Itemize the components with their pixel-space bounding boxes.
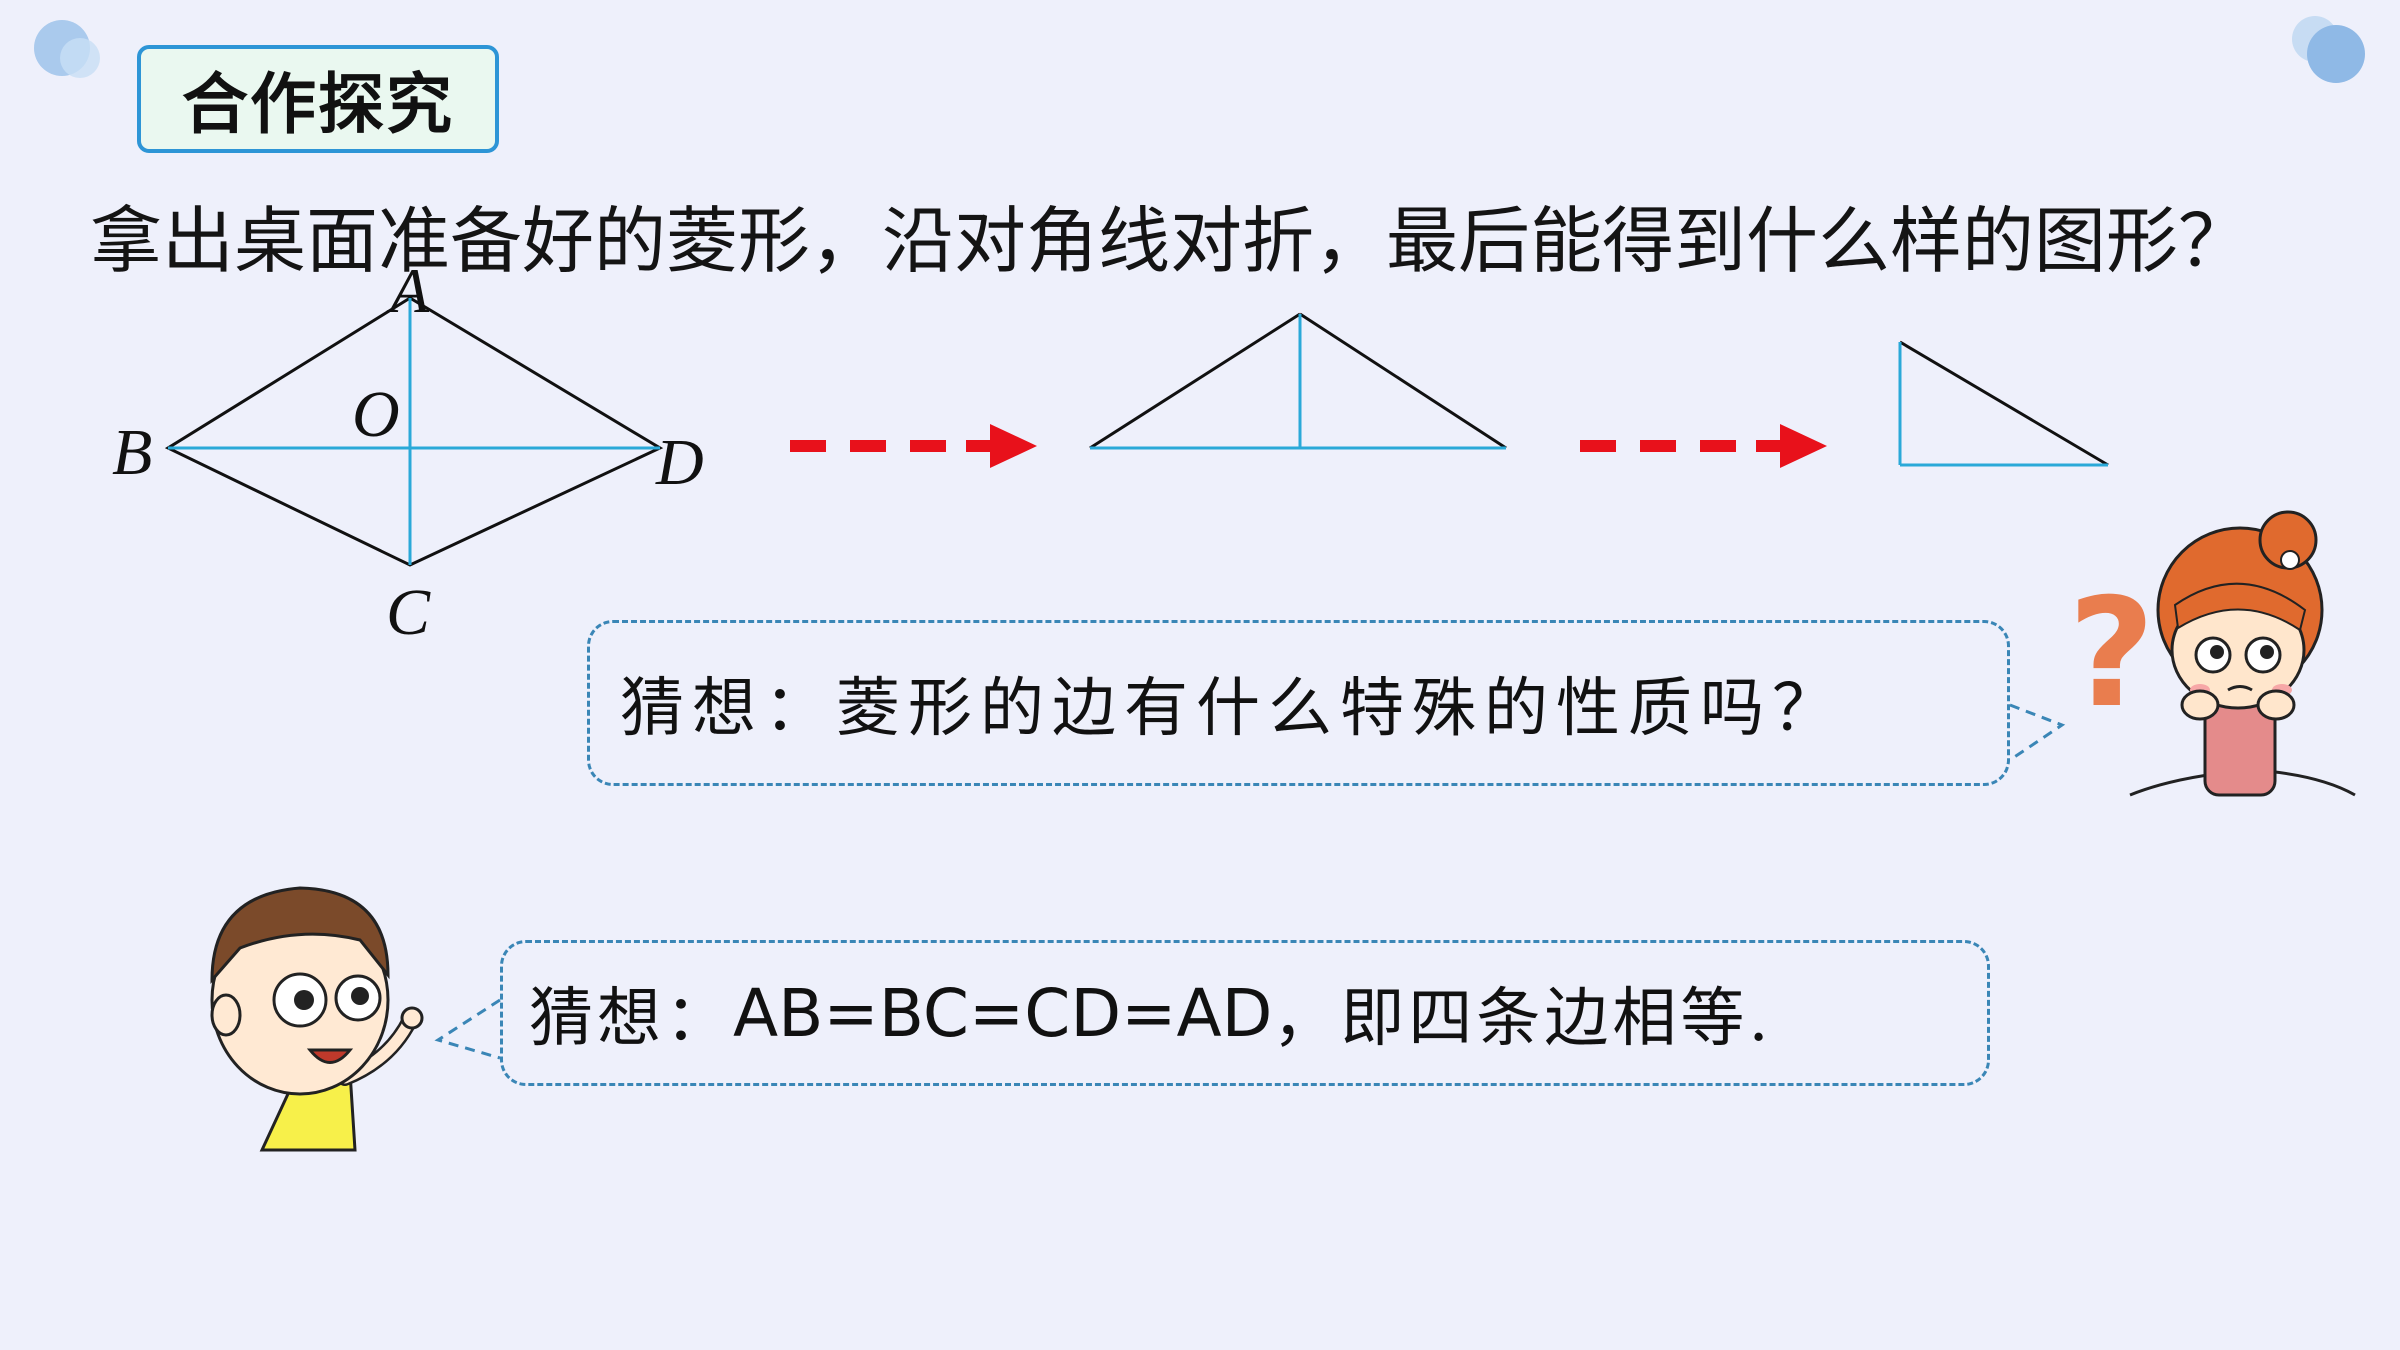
fold-arrow-2: [1580, 424, 1827, 468]
bubble-1-tail: [2009, 703, 2066, 762]
label-b: B: [112, 416, 152, 489]
section-badge: 合作探究: [137, 45, 499, 153]
guess-answer-prefix: 猜想：: [529, 982, 733, 1056]
question-mark-symbol: ?: [2068, 567, 2155, 741]
right-triangle-figure: [1898, 340, 2109, 467]
girl-thinking-illustration: ?: [2068, 510, 2356, 797]
guess-answer-suffix: ，即四条边相等.: [1272, 982, 1773, 1056]
label-a: A: [386, 255, 430, 326]
question-text: 拿出桌面准备好的菱形，沿对角线对折，最后能得到什么样的图形？: [90, 199, 2251, 283]
guess-question-text: 猜想：菱形的边有什么特殊的性质吗？: [620, 672, 1844, 746]
guess-bubble-question: 猜想：菱形的边有什么特殊的性质吗？: [587, 620, 2010, 786]
guess-answer-equation: AB=BC=CD=AD: [733, 974, 1273, 1052]
isosceles-triangle-figure: [1089, 312, 1507, 450]
fold-arrow-1: [790, 424, 1037, 468]
rhombus-figure: A B O D C: [112, 255, 704, 649]
rhombus-outline: [164, 296, 664, 567]
boy-pointing-illustration: [210, 886, 424, 1152]
label-d: D: [655, 426, 704, 499]
label-o: O: [352, 378, 400, 451]
corner-bubble-left-small-decoration: [60, 38, 100, 78]
bubble-2-tail: [434, 998, 501, 1060]
corner-bubble-right-large-decoration: [2307, 25, 2365, 83]
label-c: C: [386, 576, 431, 649]
guess-bubble-answer: 猜想：AB=BC=CD=AD，即四条边相等.: [500, 940, 1990, 1086]
